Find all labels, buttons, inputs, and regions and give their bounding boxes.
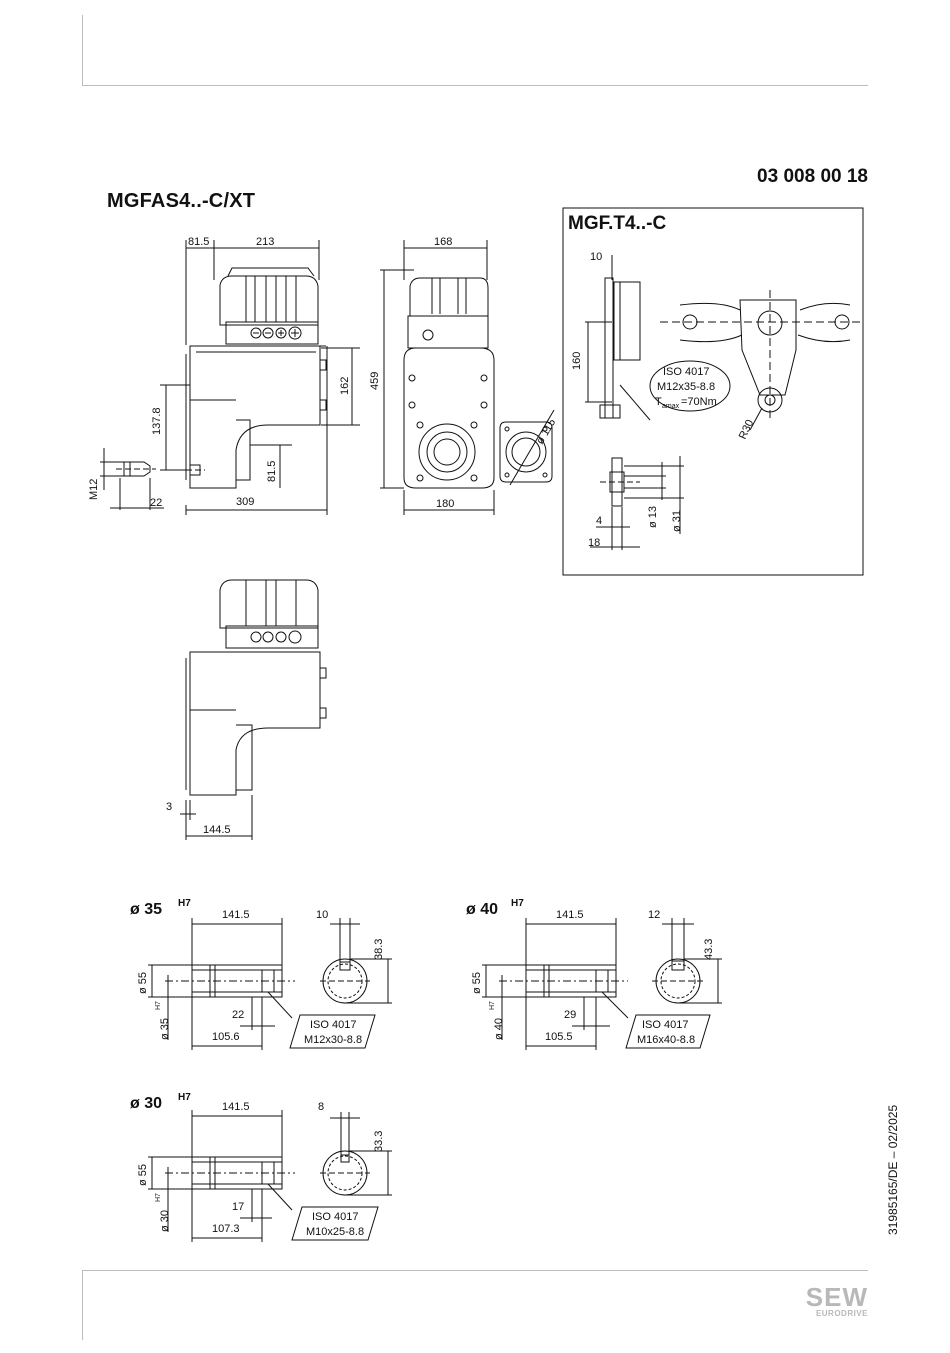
shaft-35-dim-10: 10 xyxy=(316,909,328,921)
shaft-35-note-2: M12x30-8.8 xyxy=(304,1034,362,1046)
shaft-35-dim-d55: ø 55 xyxy=(137,972,149,994)
top-rule xyxy=(82,85,868,86)
shaft-40-label: ø 40 xyxy=(466,901,498,918)
shaft-40-dim-d40: ø 40 xyxy=(493,1018,505,1040)
shaft-30-label: ø 30 xyxy=(130,1095,162,1112)
dim-m12: M12 xyxy=(88,479,100,500)
dim-81-5-side: 81.5 xyxy=(266,461,278,482)
shaft-40-tol: H7 xyxy=(511,898,524,909)
shaft-40-note-2: M16x40-8.8 xyxy=(637,1034,695,1046)
shaft-30-dim-d55: ø 55 xyxy=(137,1164,149,1186)
dim-168: 168 xyxy=(434,236,452,248)
shaft-35-dim-38-3: 38.3 xyxy=(373,939,385,960)
shaft-30-dim-8: 8 xyxy=(318,1101,324,1113)
ta-note-line2: M12x35-8.8 xyxy=(657,381,715,393)
model-title: MGFAS4..-C/XT xyxy=(107,190,256,212)
shaft-40-dim-29: 29 xyxy=(564,1009,576,1021)
shaft-35-label: ø 35 xyxy=(130,901,162,918)
ta-dim-160: 160 xyxy=(571,352,583,370)
ta-note-t: T xyxy=(655,396,662,408)
dim-22: 22 xyxy=(150,497,162,509)
shaft-30-note-2: M10x25-8.8 xyxy=(306,1226,364,1238)
front-view-drawing xyxy=(380,240,555,515)
shaft-30-dim-141-5: 141.5 xyxy=(222,1101,250,1113)
shaft-40-note-1: ISO 4017 xyxy=(642,1019,688,1031)
second-side-view-drawing xyxy=(180,579,327,840)
shaft-40-dim-105-5: 105.5 xyxy=(545,1031,573,1043)
sew-eurodrive-logo: SEW EURODRIVE xyxy=(805,1282,868,1318)
shaft-30-dim-33-3: 33.3 xyxy=(373,1131,385,1152)
dim-diameter-115: ø 115 xyxy=(534,417,558,447)
shaft-35-dim-105-6: 105.6 xyxy=(212,1031,240,1043)
ta-note-sub: amax xyxy=(662,403,680,410)
torque-arm-title: MGF.T4..-C xyxy=(568,213,666,234)
shaft-40-dim-12: 12 xyxy=(648,909,660,921)
shaft-35-note-1: ISO 4017 xyxy=(310,1019,356,1031)
dim-81-5-top: 81.5 xyxy=(188,236,209,248)
shaft-35-dim-141-5: 141.5 xyxy=(222,909,250,921)
bottom-rule xyxy=(82,1270,868,1271)
shaft-30-tol: H7 xyxy=(178,1092,191,1103)
side-view-drawing xyxy=(100,240,360,515)
shaft-30-drawing xyxy=(148,1110,392,1242)
shaft-35-dim-h7: H7 xyxy=(155,1001,162,1010)
shaft-40-dim-141-5: 141.5 xyxy=(556,909,584,921)
ta-dim-18: 18 xyxy=(588,537,600,549)
dim-180: 180 xyxy=(436,498,454,510)
shaft-35-dim-22: 22 xyxy=(232,1009,244,1021)
shaft-35-drawing xyxy=(148,918,392,1050)
torque-arm-drawing xyxy=(585,255,860,550)
ta-dim-r30: R30 xyxy=(737,418,756,441)
shaft-40-dim-h7: H7 xyxy=(489,1001,496,1010)
ta-dim-4: 4 xyxy=(596,515,602,527)
side-document-id: 31985165/DE – 02/2025 xyxy=(886,1104,900,1235)
top-left-rule xyxy=(82,15,83,85)
shaft-35-dim-d35: ø 35 xyxy=(159,1018,171,1040)
torque-arm-box xyxy=(562,207,864,576)
shaft-30-dim-17: 17 xyxy=(232,1201,244,1213)
shaft-40-dim-d55: ø 55 xyxy=(471,972,483,994)
shaft-40-drawing xyxy=(482,918,722,1050)
shaft-35-tol: H7 xyxy=(178,898,191,909)
bottom-left-rule xyxy=(82,1270,83,1340)
ta-dim-10: 10 xyxy=(590,251,602,263)
shaft-30-dim-d30: ø 30 xyxy=(159,1210,171,1232)
document-number: 03 008 00 18 xyxy=(757,166,868,187)
dim-213: 213 xyxy=(256,236,274,248)
dim-459: 459 xyxy=(369,372,381,390)
logo-sub-text: EURODRIVE xyxy=(815,1309,868,1318)
shaft-30-dim-107-3: 107.3 xyxy=(212,1223,240,1235)
dim-144-5: 144.5 xyxy=(203,824,231,836)
dim-309: 309 xyxy=(236,496,254,508)
logo-main-text: SEW xyxy=(805,1282,868,1312)
dim-3: 3 xyxy=(166,801,172,813)
dim-137-8: 137.8 xyxy=(151,407,163,435)
shaft-40-dim-43-3: 43.3 xyxy=(703,939,715,960)
shaft-30-note-1: ISO 4017 xyxy=(312,1211,358,1223)
dim-162: 162 xyxy=(339,377,351,395)
ta-dim-d13: ø 13 xyxy=(647,506,659,528)
shaft-30-dim-h7: H7 xyxy=(155,1193,162,1202)
ta-dim-d31: ø 31 xyxy=(671,510,683,532)
ta-note-value: =70Nm xyxy=(681,396,717,408)
ta-note-line1: ISO 4017 xyxy=(663,366,709,378)
